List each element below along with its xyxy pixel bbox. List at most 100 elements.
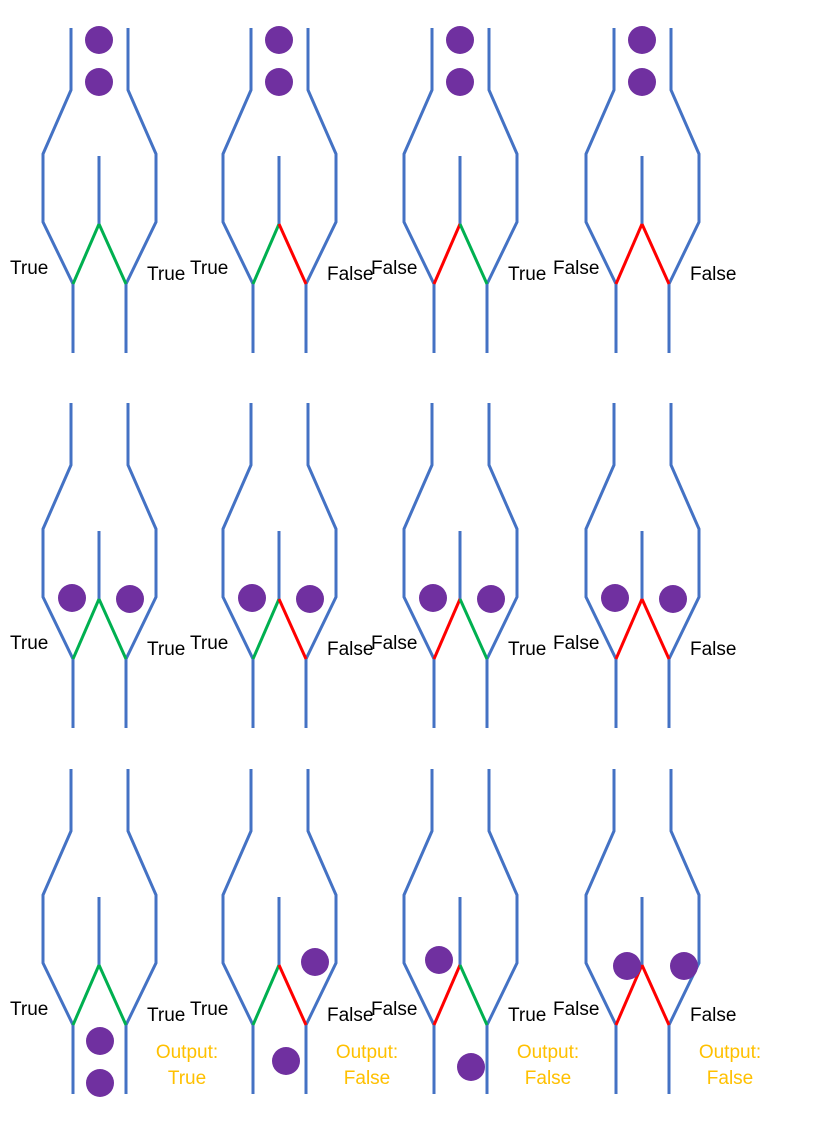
left-wall <box>402 28 436 353</box>
left-wall <box>402 403 436 728</box>
ball <box>296 585 324 613</box>
ball <box>85 68 113 96</box>
ball <box>446 68 474 96</box>
right-input-flap <box>458 598 489 660</box>
left-wall <box>584 403 618 728</box>
right-wall <box>667 28 701 353</box>
ball <box>425 946 453 974</box>
ball <box>85 26 113 54</box>
ball <box>272 1047 300 1075</box>
left-input-label: True <box>10 999 48 1020</box>
output-label: Output: <box>336 1042 398 1063</box>
left-wall <box>221 403 255 728</box>
right-wall <box>124 403 158 728</box>
left-input-flap <box>614 223 644 285</box>
ball <box>457 1053 485 1081</box>
left-wall <box>41 403 75 728</box>
left-wall <box>221 28 255 353</box>
right-wall <box>124 769 158 1094</box>
ball <box>58 584 86 612</box>
output-label: Output: <box>517 1042 579 1063</box>
right-input-flap <box>640 223 671 285</box>
gate-2-4: False False <box>553 403 736 728</box>
left-wall <box>402 769 436 1094</box>
left-input-label: True <box>10 633 48 654</box>
left-wall <box>584 769 618 1094</box>
right-input-flap <box>97 223 128 285</box>
ball <box>613 952 641 980</box>
right-input-label: False <box>327 1005 373 1026</box>
right-input-label: True <box>508 639 546 660</box>
left-input-flap <box>432 223 462 285</box>
left-input-label: True <box>190 999 228 1020</box>
ball <box>419 584 447 612</box>
left-input-label: False <box>553 633 599 654</box>
gate-1-3: False True <box>371 26 546 353</box>
left-input-flap <box>251 598 281 660</box>
left-input-label: True <box>190 633 228 654</box>
right-wall <box>304 769 338 1094</box>
left-input-label: True <box>10 258 48 279</box>
right-input-flap <box>458 223 489 285</box>
left-input-flap <box>71 964 101 1026</box>
right-wall <box>667 403 701 728</box>
right-input-label: True <box>147 1005 185 1026</box>
ball <box>301 948 329 976</box>
output-value: False <box>525 1068 571 1089</box>
left-input-label: False <box>371 258 417 279</box>
left-input-flap <box>432 964 462 1026</box>
left-input-label: False <box>371 633 417 654</box>
right-input-label: True <box>147 639 185 660</box>
right-input-label: True <box>508 1005 546 1026</box>
right-input-flap <box>277 223 308 285</box>
ball <box>628 68 656 96</box>
ball <box>86 1027 114 1055</box>
gate-1-4: False False <box>553 26 736 353</box>
gate-2-3: False True <box>371 403 546 728</box>
ball <box>446 26 474 54</box>
output-label: Output: <box>699 1042 761 1063</box>
ball <box>477 585 505 613</box>
right-input-flap <box>640 964 671 1026</box>
left-input-flap <box>71 223 101 285</box>
left-input-flap <box>251 964 281 1026</box>
left-input-flap <box>71 598 101 660</box>
right-wall <box>667 769 701 1094</box>
right-input-flap <box>97 964 128 1026</box>
left-input-flap <box>432 598 462 660</box>
right-input-label: False <box>327 264 373 285</box>
left-wall <box>584 28 618 353</box>
output-value: False <box>707 1068 753 1089</box>
ball <box>265 68 293 96</box>
right-input-flap <box>97 598 128 660</box>
ball <box>265 26 293 54</box>
right-wall <box>304 28 338 353</box>
gate-2-1: True True <box>10 403 185 728</box>
right-wall <box>485 769 519 1094</box>
right-input-label: False <box>690 639 736 660</box>
left-input-flap <box>614 598 644 660</box>
left-input-label: False <box>371 999 417 1020</box>
ball <box>116 585 144 613</box>
right-input-label: True <box>508 264 546 285</box>
left-input-label: True <box>190 258 228 279</box>
left-input-label: False <box>553 258 599 279</box>
left-wall <box>41 28 75 353</box>
right-input-label: False <box>690 264 736 285</box>
ball <box>659 585 687 613</box>
right-input-label: False <box>327 639 373 660</box>
ball <box>601 584 629 612</box>
left-wall <box>221 769 255 1094</box>
right-wall <box>485 403 519 728</box>
ball <box>238 584 266 612</box>
right-wall <box>304 403 338 728</box>
left-input-flap <box>251 223 281 285</box>
gate-2-2: True False <box>190 403 373 728</box>
right-input-flap <box>640 598 671 660</box>
left-input-label: False <box>553 999 599 1020</box>
